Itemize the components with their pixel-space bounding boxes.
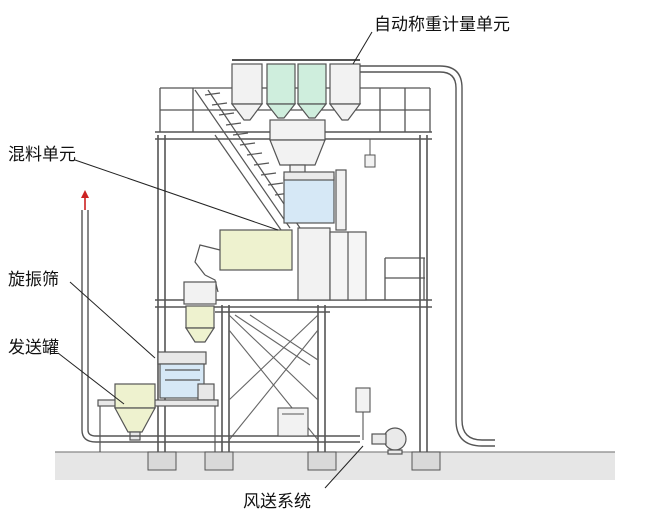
foundations xyxy=(147,451,441,471)
vibrating-screen xyxy=(157,351,215,401)
control-cabinet xyxy=(355,387,371,440)
collecting-hopper xyxy=(269,119,326,178)
filter-box xyxy=(277,407,309,437)
label-mixing-unit: 混料单元 xyxy=(8,145,76,165)
mixer-unit xyxy=(194,229,293,293)
mixer-tank xyxy=(283,169,347,231)
transmitter-tank xyxy=(97,383,219,452)
conveying-pipe xyxy=(81,65,495,447)
screen-feeder xyxy=(183,281,217,343)
label-transmitter-tank: 发送罐 xyxy=(8,338,59,358)
leader-lines xyxy=(57,31,373,489)
middle-railing xyxy=(384,257,425,300)
process-column xyxy=(297,227,367,301)
label-pneumatic-conveying: 风送系统 xyxy=(243,492,311,512)
label-weighing-unit: 自动称重计量单元 xyxy=(374,15,510,35)
hanging-switch xyxy=(364,139,376,168)
label-vibrating-screen: 旋振筛 xyxy=(8,270,59,290)
blower xyxy=(371,427,407,455)
vent-arrow xyxy=(81,190,89,210)
weighing-hoppers xyxy=(230,59,362,121)
